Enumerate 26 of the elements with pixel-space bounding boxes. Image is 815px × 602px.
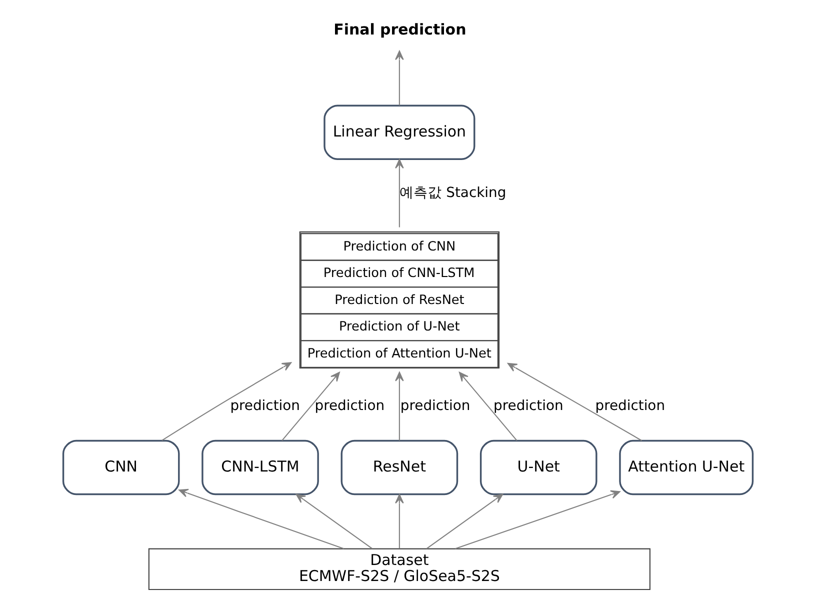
arrow [178,488,344,550]
node-box: Dataset ECMWF-S2S / GloSea5-S2S [148,548,650,590]
arrow [161,362,292,441]
arrow [281,372,340,441]
node-box: Attention U-Net [618,440,754,496]
edge-label: 예측값 Stacking [399,185,506,202]
arrow [295,494,372,550]
arrow [394,50,404,106]
arrow [458,372,517,441]
node-box: U-Net [479,440,597,496]
edge-label: prediction [594,398,665,414]
edge-label: prediction [314,398,384,414]
node-box: CNN-LSTM [201,440,318,496]
node-box: Linear Regression [323,104,475,160]
edge-label: prediction [230,398,300,414]
node-box: CNN [62,440,180,496]
arrow [506,362,642,442]
node-box: ResNet [340,440,458,496]
arrow [426,494,503,550]
edge-label: prediction [493,398,563,414]
arrow [394,494,404,548]
arrow [394,159,404,228]
arrow [394,372,404,441]
node-text: Final prediction [333,20,466,39]
arrow [454,490,620,550]
edge-label: prediction [400,398,470,414]
